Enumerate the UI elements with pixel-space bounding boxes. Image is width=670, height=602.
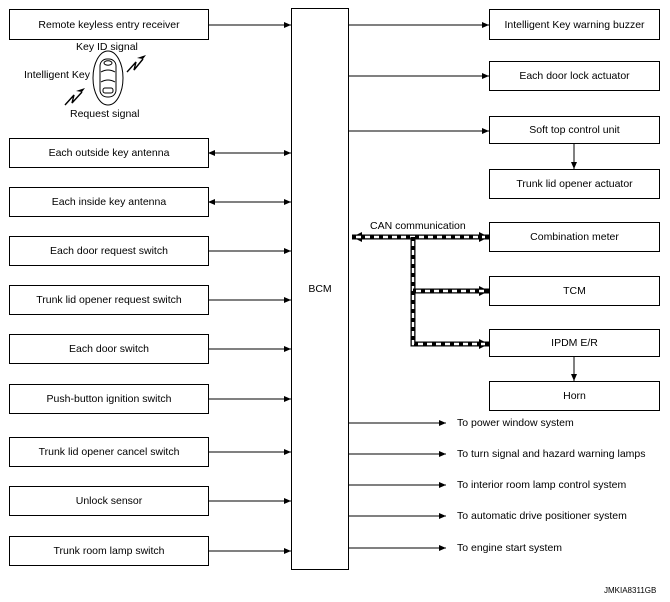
request-signal-icon <box>64 91 83 106</box>
key-id-signal-label: Key ID signal <box>76 41 138 53</box>
system-automatic-drive-positioner: To automatic drive positioner system <box>457 510 627 522</box>
output-intelligent-key-warning-buzzer: Intelligent Key warning buzzer <box>489 9 660 40</box>
key-id-signal-icon <box>126 58 144 73</box>
output-combination-meter: Combination meter <box>489 222 660 252</box>
request-signal-arrowhead <box>76 88 85 92</box>
intelligent-key-icon <box>92 50 124 106</box>
input-trunk-lid-opener-request-switch: Trunk lid opener request switch <box>9 285 209 315</box>
input-each-inside-key-antenna: Each inside key antenna <box>9 187 209 217</box>
bcm-label: BCM <box>308 283 332 295</box>
output-horn: Horn <box>489 381 660 411</box>
figure-code: JMKIA8311GB <box>604 586 657 595</box>
input-trunk-room-lamp-switch: Trunk room lamp switch <box>9 536 209 566</box>
input-each-door-switch: Each door switch <box>9 334 209 364</box>
can-bus <box>352 232 489 349</box>
output-tcm: TCM <box>489 276 660 306</box>
input-each-outside-key-antenna: Each outside key antenna <box>9 138 209 168</box>
input-push-button-ignition-switch: Push-button ignition switch <box>9 384 209 414</box>
output-each-door-lock-actuator: Each door lock actuator <box>489 61 660 91</box>
intelligent-key-label: Intelligent Key <box>24 69 90 81</box>
system-power-window: To power window system <box>457 417 574 429</box>
key-id-signal-arrowhead <box>137 55 146 59</box>
output-soft-top-control-unit: Soft top control unit <box>489 116 660 144</box>
output-trunk-lid-opener-actuator: Trunk lid opener actuator <box>489 169 660 199</box>
system-turn-signal-hazard: To turn signal and hazard warning lamps <box>457 448 646 460</box>
system-interior-room-lamp: To interior room lamp control system <box>457 479 627 491</box>
system-engine-start: To engine start system <box>457 542 563 554</box>
input-remote-keyless-entry-receiver: Remote keyless entry receiver <box>9 9 209 40</box>
output-ipdm-er: IPDM E/R <box>489 329 660 357</box>
input-each-door-request-switch: Each door request switch <box>9 236 209 266</box>
input-unlock-sensor: Unlock sensor <box>9 486 209 516</box>
bcm-box: BCM <box>291 8 349 570</box>
request-signal-label: Request signal <box>70 108 140 120</box>
can-communication-label: CAN communication <box>370 220 466 232</box>
input-trunk-lid-opener-cancel-switch: Trunk lid opener cancel switch <box>9 437 209 467</box>
